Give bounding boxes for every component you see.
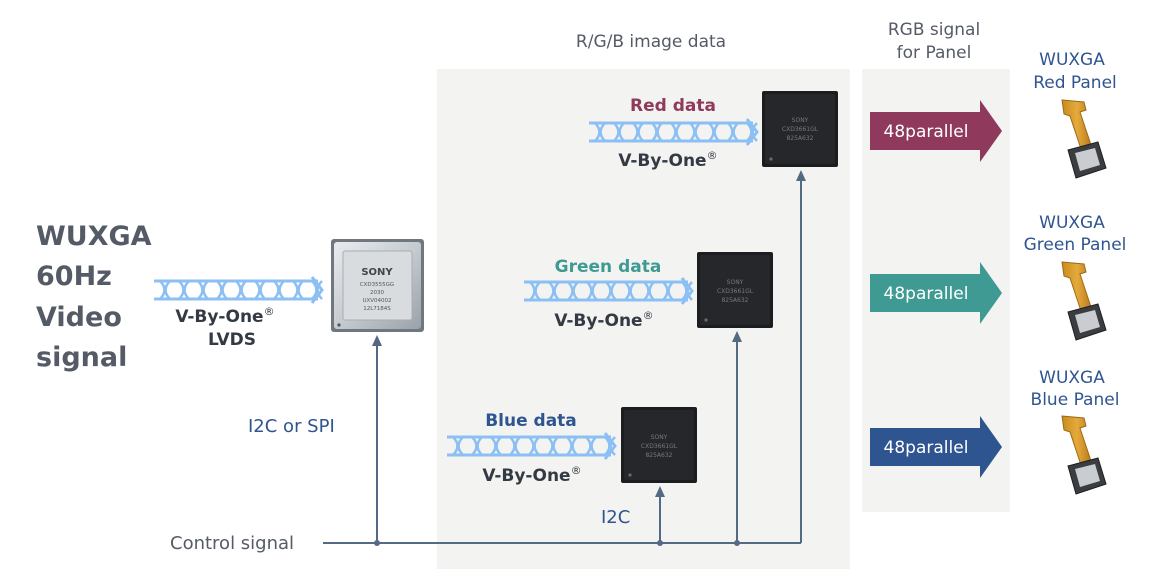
parallel-label: 48parallel <box>884 122 969 142</box>
i2c-or-spi-label: I2C or SPI <box>248 416 335 437</box>
junction-dot <box>657 540 663 546</box>
chip-marking: SONY <box>727 279 744 286</box>
green-parallel-arrow: 48parallel <box>870 262 1002 324</box>
chip-marking: CXD3661GL <box>717 288 754 295</box>
input-interface-sub: LVDS <box>208 330 256 350</box>
main-chip-marking: UXV04002 <box>362 298 391 304</box>
data-lane-arrow <box>447 432 617 460</box>
arrowhead-up <box>732 331 742 342</box>
red-panel-label: Red Panel <box>1033 73 1117 93</box>
chip-marking: 825A632 <box>645 452 672 459</box>
red-parallel-arrow: 48parallel <box>870 100 1002 162</box>
i2c-label: I2C <box>601 507 630 528</box>
output-header-line2: for Panel <box>897 43 972 63</box>
output-header-line1: RGB signal <box>888 20 980 40</box>
blue-chip-icon: SONY CXD3661GL 825A632 <box>621 407 697 483</box>
input-title-line: Video <box>36 302 122 333</box>
chip-marking: 825A632 <box>786 135 813 142</box>
input-title-line: 60Hz <box>36 261 112 292</box>
data-lanes <box>154 118 759 460</box>
green-data-label: Green data <box>555 257 662 277</box>
blue-panel-label: WUXGA <box>1039 368 1105 388</box>
arrowhead-up <box>655 486 665 497</box>
input-title-line: WUXGA <box>36 221 152 252</box>
data-lane-arrow <box>154 276 324 304</box>
chip-marking: CXD3661GL <box>782 126 819 133</box>
main-chip-icon: SONY CXD3555GG 2030 UXV04002 12L7184S <box>331 239 424 332</box>
blue-interface-label: V-By-One® <box>482 464 581 486</box>
chip-marking: 825A632 <box>721 297 748 304</box>
green-panel-label: Green Panel <box>1024 235 1127 255</box>
green-panel-label: WUXGA <box>1039 213 1105 233</box>
main-chip-brand: SONY <box>361 267 393 278</box>
red-chip-icon: SONY CXD3661GL 825A632 <box>762 91 838 167</box>
control-lines <box>323 179 802 544</box>
blue-data-label: Blue data <box>485 411 577 431</box>
data-lane-arrow <box>589 118 759 146</box>
green-chip-icon: SONY CXD3661GL 825A632 <box>697 252 773 328</box>
main-chip-marking: 12L7184S <box>363 306 391 312</box>
green-interface-label: V-By-One® <box>554 309 653 331</box>
chip-marking: SONY <box>651 434 668 441</box>
arrowhead-up <box>796 170 806 181</box>
arrowhead-up <box>372 335 382 346</box>
blue-panel-label: Blue Panel <box>1031 390 1120 410</box>
panel-icon <box>1061 415 1107 495</box>
data-lane-arrow <box>524 277 694 305</box>
control-signal-label: Control signal <box>170 533 294 554</box>
junction-dot <box>374 540 380 546</box>
red-panel-label: WUXGA <box>1039 50 1105 70</box>
main-chip-marking: CXD3555GG <box>360 282 394 288</box>
chip-marking: CXD3661GL <box>641 443 678 450</box>
panel-icon <box>1061 99 1107 179</box>
chip-marking: SONY <box>792 117 809 124</box>
parallel-label: 48parallel <box>884 438 969 458</box>
control-arrowheads <box>372 170 806 546</box>
red-interface-label: V-By-One® <box>618 149 717 171</box>
blue-parallel-arrow: 48parallel <box>870 416 1002 478</box>
red-data-label: Red data <box>630 96 716 116</box>
panel-icons <box>1061 99 1107 495</box>
middle-header: R/G/B image data <box>576 32 726 52</box>
input-title-line: signal <box>36 342 127 373</box>
main-chip-marking: 2030 <box>370 290 384 296</box>
panel-icon <box>1061 261 1107 341</box>
input-title: WUXGA 60Hz Video signal <box>36 221 152 373</box>
parallel-label: 48parallel <box>884 284 969 304</box>
input-interface-label: V-By-One® <box>175 305 274 327</box>
junction-dot <box>734 540 740 546</box>
